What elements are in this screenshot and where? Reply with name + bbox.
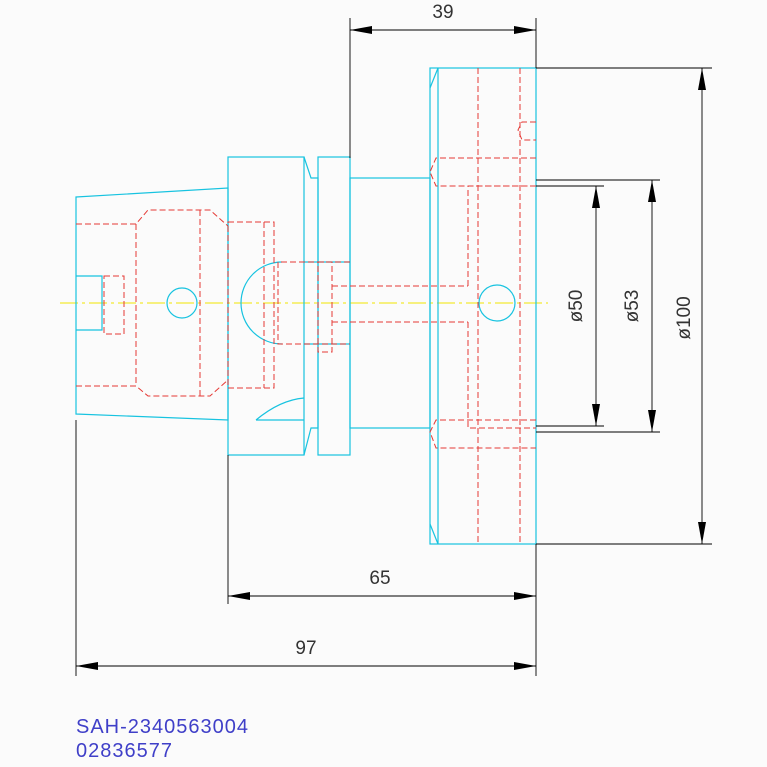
collar bbox=[227, 156, 305, 456]
dim-text-53: ø53 bbox=[622, 290, 643, 323]
cross-hole-right bbox=[478, 284, 516, 322]
dim-text-39: 39 bbox=[432, 2, 453, 23]
dim-text-100: ø100 bbox=[674, 296, 695, 339]
taper-slot bbox=[76, 275, 103, 331]
part-outline bbox=[75, 67, 537, 545]
dim-text-97: 97 bbox=[295, 638, 316, 659]
cross-hole-left bbox=[166, 287, 198, 319]
collar-groove bbox=[303, 156, 319, 456]
ball-seat bbox=[240, 261, 283, 345]
part-code: SAH-2340563004 bbox=[76, 716, 250, 738]
hidden-lines bbox=[76, 68, 536, 544]
dim-text-65: 65 bbox=[369, 568, 390, 589]
flange bbox=[429, 67, 537, 545]
dimensions bbox=[75, 18, 712, 676]
part-number: 02836577 bbox=[76, 740, 173, 762]
collar-ring bbox=[317, 156, 351, 456]
dim-text-50: ø50 bbox=[566, 290, 587, 323]
taper-body bbox=[75, 187, 229, 421]
